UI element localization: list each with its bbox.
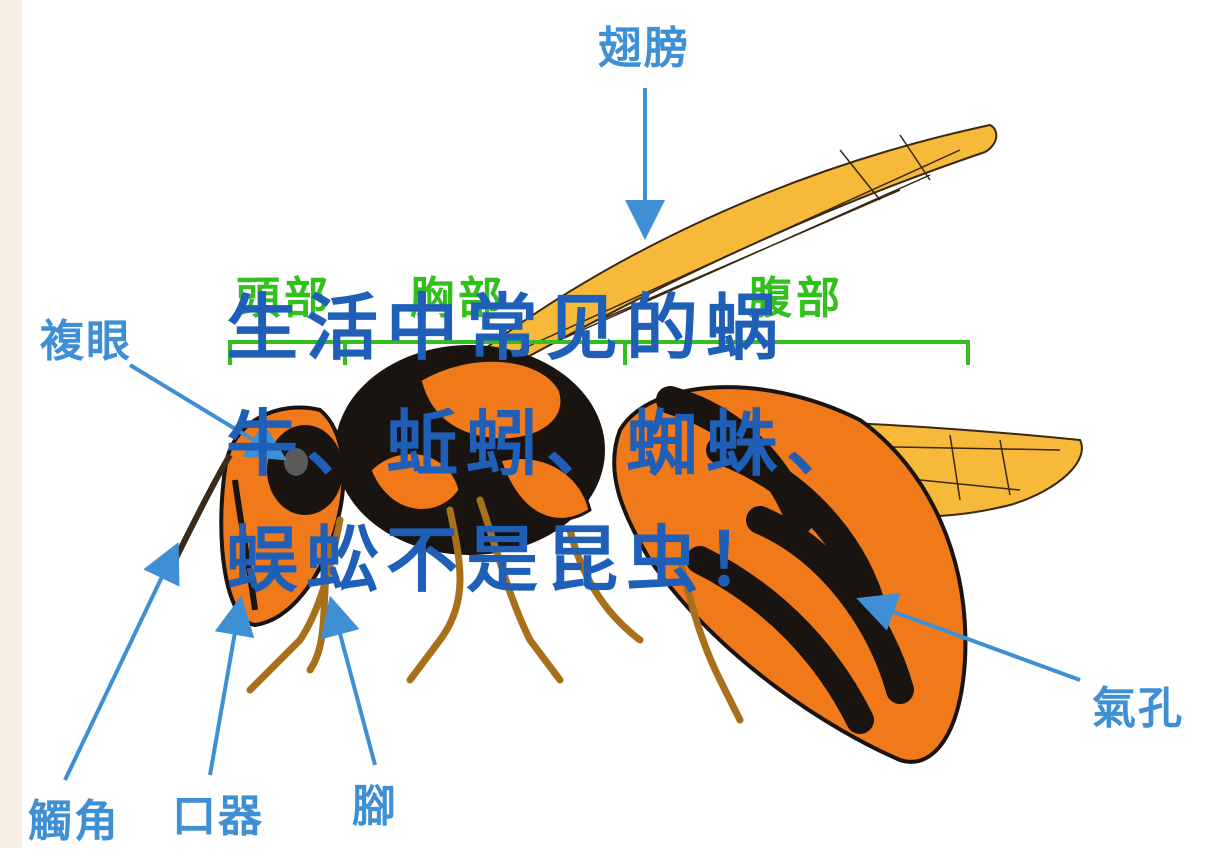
overlay-line-1: 生活中常见的蜗 xyxy=(226,270,946,386)
arrow-antenna xyxy=(65,560,170,780)
arrow-legs xyxy=(335,615,375,765)
spiracle-label: 氣孔 xyxy=(1092,672,1184,736)
compound-eye-label: 複眼 xyxy=(40,305,132,369)
antenna-label: 觸角 xyxy=(28,785,120,849)
overlay-line-2: 牛、蚯蚓、蜘蛛、 xyxy=(226,386,946,502)
arrow-mouthparts xyxy=(210,615,238,775)
legs-label: 腳 xyxy=(352,770,398,834)
overlay-line-3: 蜈蚣不是昆虫！ xyxy=(226,502,946,618)
wings-label: 翅膀 xyxy=(598,12,690,76)
mouthparts-label: 口器 xyxy=(172,780,264,844)
overlay-caption: 生活中常见的蜗 牛、蚯蚓、蜘蛛、 蜈蚣不是昆虫！ xyxy=(226,270,946,618)
